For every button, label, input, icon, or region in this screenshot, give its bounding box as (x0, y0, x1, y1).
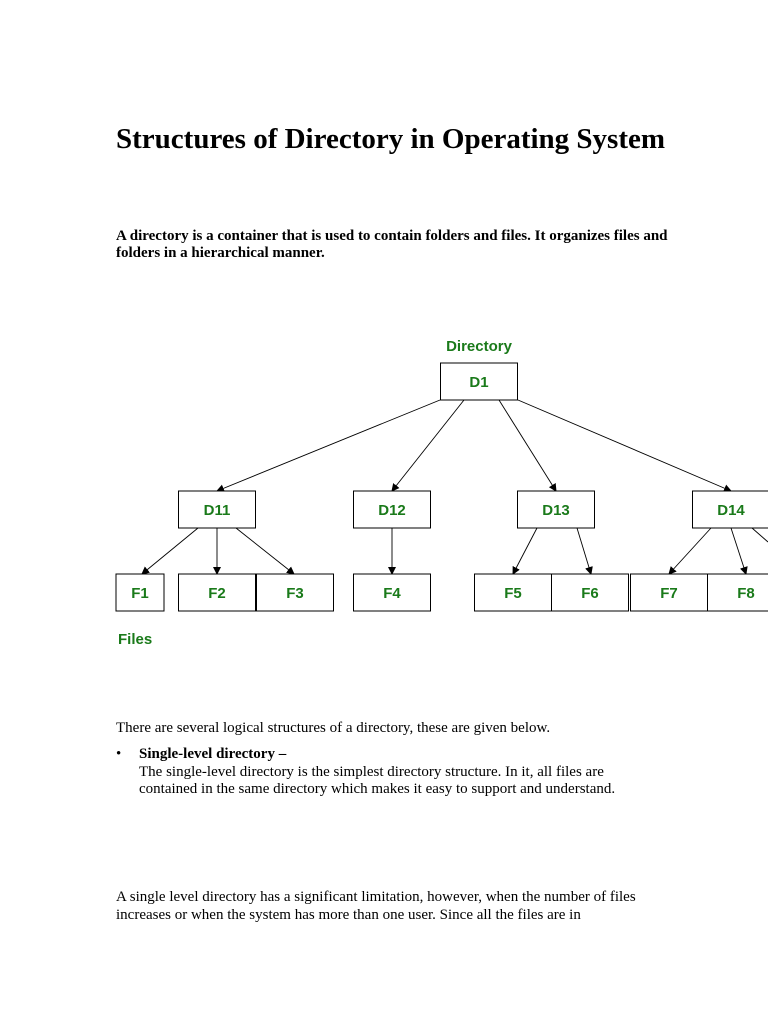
edge-d14-f8 (730, 527, 748, 575)
node-d14: D14 (692, 490, 768, 529)
node-label: D12 (378, 502, 406, 519)
node-box (707, 573, 768, 612)
edge-d13-f5 (512, 527, 538, 575)
structures-intro: There are several logical structures of … (116, 720, 551, 736)
edge-d13-f6 (576, 527, 593, 575)
node-box (178, 573, 256, 612)
edge-d1-d14 (517, 399, 732, 492)
node-box (551, 573, 629, 612)
node-label: F4 (383, 585, 401, 602)
directory-label: Directory (446, 338, 513, 355)
node-f2: F2 (178, 573, 256, 612)
node-label: D14 (717, 502, 745, 519)
node-d13: D13 (517, 490, 595, 529)
node-box (517, 490, 595, 529)
edge-d1-d12 (391, 399, 465, 492)
node-box (256, 573, 334, 612)
node-label: D13 (542, 502, 570, 519)
node-label: F8 (737, 585, 755, 602)
node-f5: F5 (474, 573, 552, 612)
node-box (353, 490, 431, 529)
node-box (440, 362, 518, 401)
node-box (630, 573, 708, 612)
node-box (353, 573, 431, 612)
edge-d1-d11 (216, 399, 441, 493)
node-label: D11 (204, 502, 231, 519)
edge-d11-f3 (235, 527, 295, 575)
node-label: F1 (131, 585, 149, 602)
node-label: D1 (469, 374, 488, 391)
node-d12: D12 (353, 490, 431, 529)
intro-paragraph: A directory is a container that is used … (116, 228, 668, 261)
node-f6: F6 (551, 573, 629, 612)
node-label: F3 (286, 585, 304, 602)
node-f8: F8 (707, 573, 768, 612)
edge-d1-d13 (498, 399, 557, 492)
node-box (178, 490, 256, 529)
node-box (115, 573, 165, 612)
node-label: F5 (504, 585, 522, 602)
node-box (692, 490, 768, 529)
closing-paragraph: A single level directory has a significa… (116, 889, 636, 923)
item-title: Single-level directory – (139, 746, 287, 762)
node-f3: F3 (256, 573, 334, 612)
files-label: Files (118, 631, 152, 648)
node-f1: F1 (115, 573, 165, 612)
edge-d11-f1 (141, 527, 199, 575)
edge-d14-f7 (668, 527, 712, 575)
structure-list: • Single-level directory – The single-le… (116, 746, 656, 799)
node-label: F6 (581, 585, 599, 602)
node-label: F2 (208, 585, 226, 602)
item-description: The single-level directory is the simple… (139, 763, 616, 798)
page-title: Structures of Directory in Operating Sys… (116, 123, 666, 155)
node-d11: D11 (178, 490, 256, 529)
node-label: F7 (660, 585, 678, 602)
node-f4: F4 (353, 573, 431, 612)
list-item-single-level: • Single-level directory – The single-le… (116, 746, 656, 799)
node-f7: F7 (630, 573, 708, 612)
bullet-icon: • (116, 746, 122, 762)
tree-edges (141, 399, 768, 575)
node-d1: D1 (440, 362, 518, 401)
node-box (474, 573, 552, 612)
edge-d14-offscreen (751, 527, 768, 543)
